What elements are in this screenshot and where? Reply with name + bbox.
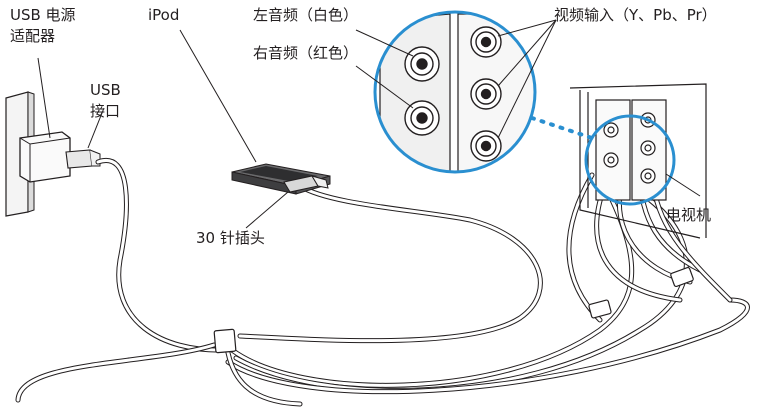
usb-port-label: USB 接口 [90,80,121,122]
dock-connector-plug [283,175,329,193]
usb-port-label-line2: 接口 [90,102,121,120]
callout-connector [530,114,676,206]
connector-label: 30 针插头 [196,229,265,247]
callout-magnified [373,10,537,174]
cable-clips [213,266,694,354]
right-audio-label: 右音频（红色） [253,44,359,62]
usb-power-adapter [19,131,101,183]
ipod-label: iPod [148,6,180,24]
usb-power-adapter-label: USB 电源 适配器 [10,5,76,47]
video-input-label: 视频输入（Y、Pb、Pr） [554,6,717,24]
usb-power-adapter-label-line2: 适配器 [10,27,56,45]
usb-port-label-line1: USB [90,81,121,99]
tv-label: 电视机 [666,206,712,224]
left-audio-label: 左音频（白色） [253,6,359,24]
usb-power-adapter-label-line1: USB 电源 [10,6,76,24]
leader-lines [37,19,701,229]
